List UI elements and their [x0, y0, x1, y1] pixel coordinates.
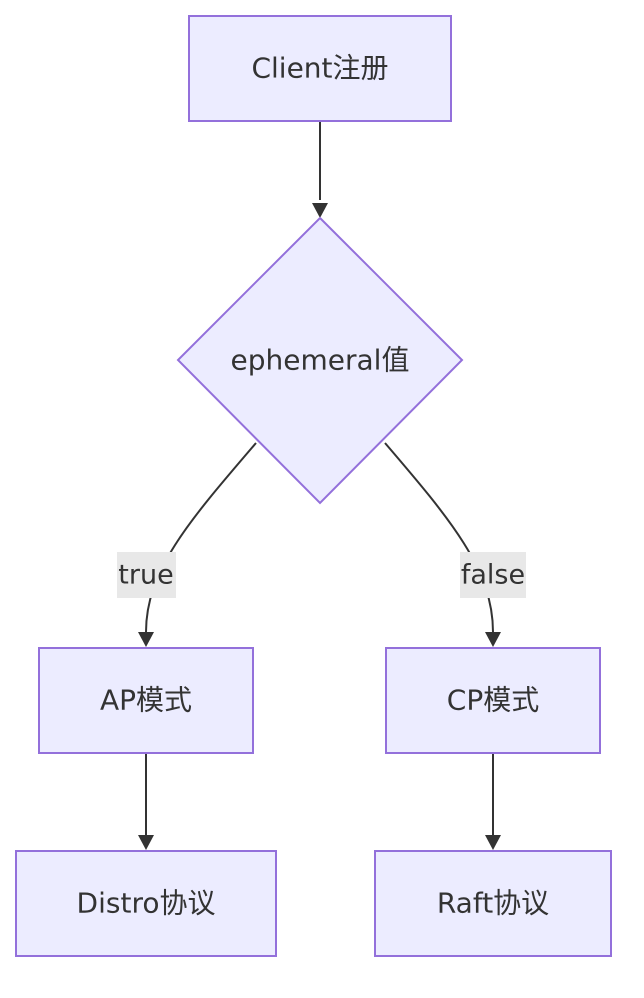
edge-label-true: true [117, 552, 176, 598]
arrowhead-client-to-decision [312, 203, 328, 218]
arrowhead-decision-to-cp [485, 632, 501, 647]
node-distro-protocol: Distro协议 [15, 850, 277, 957]
arrowhead-cp-to-raft [485, 835, 501, 850]
svg-text:false: false [461, 560, 525, 591]
node-ap-mode: AP模式 [38, 647, 254, 754]
edge-decision-to-cp [384, 442, 494, 633]
svg-text:CP模式: CP模式 [447, 684, 539, 717]
edge-decision-to-ap [145, 442, 257, 633]
svg-text:AP模式: AP模式 [100, 684, 192, 717]
node-raft-protocol: Raft协议 [374, 850, 612, 957]
node-cp-mode: CP模式 [385, 647, 601, 754]
edge-label-false: false [460, 552, 526, 598]
svg-text:Client注册: Client注册 [251, 52, 388, 85]
node-ephemeral-decision: ephemeral值 [176, 216, 464, 505]
arrowhead-ap-to-distro [138, 835, 154, 850]
svg-text:ephemeral值: ephemeral值 [231, 344, 410, 377]
node-client-register: Client注册 [188, 15, 452, 122]
svg-text:Distro协议: Distro协议 [77, 887, 216, 920]
arrowhead-decision-to-ap [138, 632, 154, 647]
svg-text:Raft协议: Raft协议 [437, 887, 549, 920]
svg-text:true: true [118, 560, 173, 591]
